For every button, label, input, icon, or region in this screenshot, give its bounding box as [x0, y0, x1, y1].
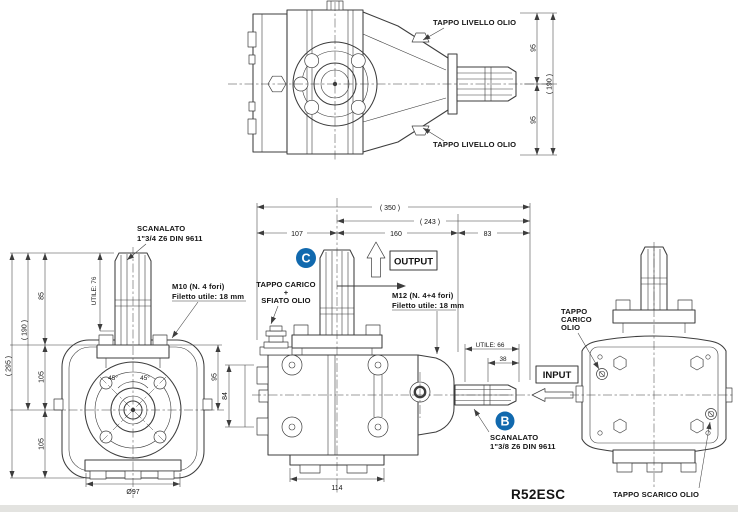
top-view: 95 95 ( 190 ) TAPPO LIVELLO OLIO TAPPO L… — [228, 0, 557, 162]
dim-105-upper: 105 — [38, 371, 45, 383]
input-box — [535, 365, 579, 384]
dim-d97: Ø97 — [126, 489, 139, 496]
page-edge-shadow — [0, 505, 738, 512]
tappo-livello-olio-top-label: TAPPO LIVELLO OLIO — [433, 18, 516, 27]
m10-note-line1: M10 (N. 4 fori) — [172, 282, 225, 291]
oil-level-plug-top — [411, 32, 430, 43]
model-code: R52ESC — [511, 487, 565, 502]
pto-shaft-top-view — [456, 66, 517, 102]
diagonal-centerline — [99, 376, 167, 444]
tappo-carico-olio-label-3: OLIO — [561, 323, 580, 332]
dim-190: ( 190 ) — [21, 320, 28, 340]
output-box — [389, 250, 438, 271]
dim-utile-66: UTILE: 66 — [476, 342, 505, 349]
output-label: OUTPUT — [394, 257, 433, 268]
back-view-housing — [575, 246, 733, 473]
tappo-carico-olio-label-2: CARICO — [561, 315, 592, 324]
dim-190: ( 190 ) — [546, 74, 553, 94]
badge-c-letter: C — [301, 252, 310, 266]
input-direction-arrow — [531, 388, 574, 402]
scanalato-front-label-2: 1"3/4 Z6 DIN 9611 — [137, 234, 203, 243]
oil-fill-plug — [596, 368, 608, 380]
m12-note-line2: Filetto utile: 18 mm — [392, 301, 464, 310]
dim-83: 83 — [484, 231, 492, 238]
dim-85: 85 — [38, 292, 45, 300]
dim-105-lower: 105 — [38, 438, 45, 450]
tappo-carico-sfiato-label-2: + — [284, 288, 289, 297]
dim-114: 114 — [331, 485, 342, 492]
dim-84: 84 — [222, 392, 229, 400]
tappo-scarico-olio-label: TAPPO SCARICO OLIO — [613, 490, 699, 499]
dim-160: 160 — [390, 231, 402, 238]
output-direction-arrow — [366, 241, 386, 278]
side-view: ( 350 ) ( 243 ) 107 160 83 UTILE: 66 38 … — [222, 198, 579, 495]
dim-350: ( 350 ) — [380, 205, 400, 212]
front-view: 85 105 105 ( 190 ) ( 295 ) UTILE: 76 95 … — [5, 224, 246, 498]
m10-note-line2: Filetto utile: 18 mm — [172, 292, 244, 301]
dim-95-right: 95 — [211, 373, 218, 381]
front-view-dimensions: 85 105 105 ( 190 ) ( 295 ) UTILE: 76 95 … — [5, 252, 222, 496]
scanalato-input-label-1: SCANALATO — [490, 433, 538, 442]
oil-level-plug-bottom — [411, 125, 430, 136]
rotation-arrow-head — [397, 282, 406, 290]
input-label: INPUT — [543, 370, 572, 381]
breather-plug — [259, 325, 293, 356]
badge-c — [296, 248, 316, 268]
tappo-livello-olio-bottom-label: TAPPO LIVELLO OLIO — [433, 140, 516, 149]
side-view-housing — [256, 249, 517, 474]
tappo-carico-sfiato-label-3: SFIATO OLIO — [261, 296, 310, 305]
back-view: TAPPO CARICO OLIO TAPPO SCARICO OLIO — [561, 242, 735, 499]
badge-b — [495, 411, 515, 431]
oil-drain-plug — [705, 408, 717, 420]
side-view-dimensions: ( 350 ) ( 243 ) 107 160 83 UTILE: 66 38 … — [222, 203, 531, 492]
angle-45-right: 45° — [140, 374, 150, 382]
dim-95-bottom: 95 — [530, 116, 537, 124]
angle-45-left: 45° — [108, 374, 118, 382]
dim-38: 38 — [499, 356, 507, 363]
tappo-carico-sfiato-label-1: TAPPO CARICO — [256, 280, 315, 289]
scanalato-input-label-2: 1"3/8 Z6 DIN 9611 — [490, 442, 556, 451]
scanalato-front-label-1: SCANALATO — [137, 224, 185, 233]
dim-utile-76: UTILE: 76 — [91, 276, 98, 305]
badge-b-letter: B — [500, 415, 509, 429]
m12-note-line1: M12 (N. 4+4 fori) — [392, 291, 454, 300]
dim-295: ( 295 ) — [5, 356, 12, 376]
dim-243: ( 243 ) — [420, 219, 440, 226]
top-view-dimensions: 95 95 ( 190 ) — [520, 12, 557, 156]
dim-107: 107 — [291, 231, 303, 238]
tappo-carico-olio-label-1: TAPPO — [561, 307, 587, 316]
dim-95-top: 95 — [530, 44, 537, 52]
